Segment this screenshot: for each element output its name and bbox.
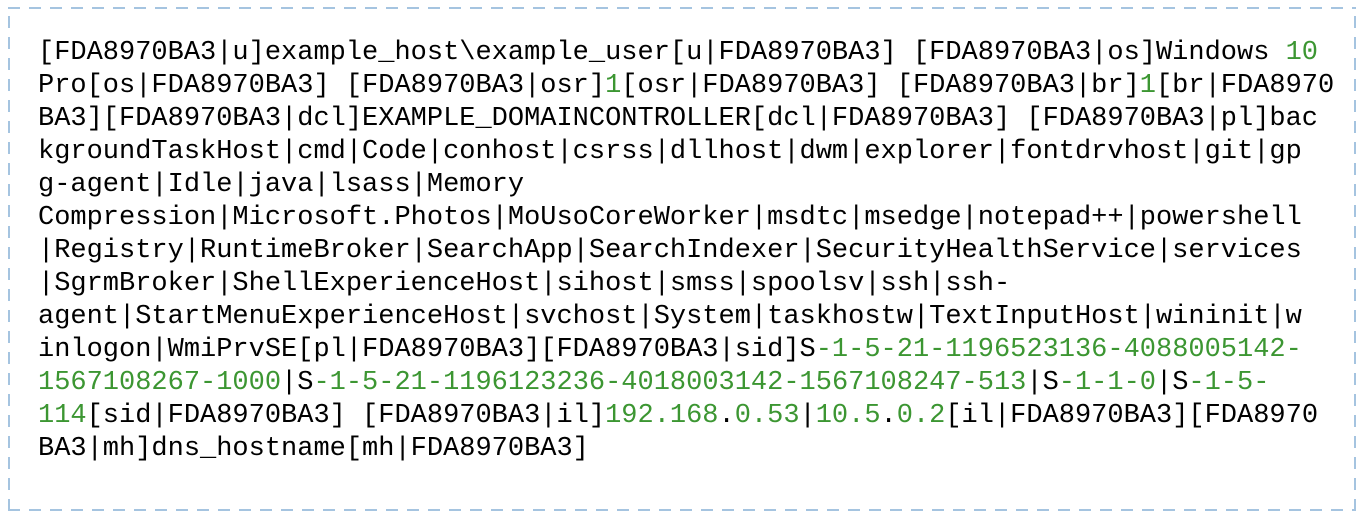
text-token: [br|FDA8970 [1155,71,1335,101]
text-token: |SgrmBroker|ShellExperienceHost|sihost|s… [38,269,1011,299]
beacon-decoded-text: [FDA8970BA3|u]example_host\example_user[… [38,37,1334,466]
text-token: inlogon|WmiPrvSE[pl|FDA8970BA3][FDA8970B… [38,335,816,365]
output-line: 114[sid|FDA8970BA3] [FDA8970BA3|il]192.1… [38,400,1326,433]
output-line: [FDA8970BA3|u]example_host\example_user[… [38,37,1326,70]
number-token: 114 [38,401,87,431]
text-token: . [880,401,897,431]
text-token: [sid|FDA8970BA3] [FDA8970BA3|il] [86,401,606,431]
text-token: |S [281,368,314,398]
text-token: |S [1026,368,1059,398]
output-line: |SgrmBroker|ShellExperienceHost|sihost|s… [38,268,1326,301]
number-token: -1-5- [1188,368,1270,398]
output-line: 1567108267-1000|S-1-5-21-1196123236-4018… [38,367,1326,400]
output-line: kgroundTaskHost|cmd|Code|conhost|csrss|d… [38,136,1326,169]
text-token: [FDA8970BA3|u]example_host\example_user[… [38,38,1286,68]
text-token: |S [1156,368,1189,398]
output-line: agent|StartMenuExperienceHost|svchost|Sy… [38,301,1326,334]
text-token: g-agent|Idle|java|lsass|Memory [38,170,525,200]
number-token: 10.5 [815,401,881,431]
number-token: 1 [1139,71,1156,101]
text-token: . [718,401,735,431]
output-line: BA3|mh]dns_hostname[mh|FDA8970BA3] [38,433,1326,466]
number-token: -1-5-21-1196123236-4018003142-1567108247… [313,368,1027,398]
number-token: -1-1-0 [1058,368,1156,398]
output-line: inlogon|WmiPrvSE[pl|FDA8970BA3][FDA8970B… [38,334,1326,367]
text-token: kgroundTaskHost|cmd|Code|conhost|csrss|d… [38,137,1302,167]
text-token: |Registry|RuntimeBroker|SearchApp|Search… [38,236,1302,266]
number-token: 1567108267-1000 [38,368,282,398]
number-token: 0.53 [734,401,800,431]
number-token: 0.2 [896,401,946,431]
text-token: agent|StartMenuExperienceHost|svchost|Sy… [38,302,1302,332]
beacon-output-box: [FDA8970BA3|u]example_host\example_user[… [8,7,1356,511]
number-token: 192.168 [605,401,719,431]
output-line: Pro[os|FDA8970BA3] [FDA8970BA3|osr]1[osr… [38,70,1334,103]
output-line: Compression|Microsoft.Photos|MoUsoCoreWo… [38,202,1326,235]
output-line: |Registry|RuntimeBroker|SearchApp|Search… [38,235,1326,268]
text-token: [osr|FDA8970BA3] [FDA8970BA3|br] [621,71,1140,101]
number-token: 10 [1285,38,1319,68]
output-line: g-agent|Idle|java|lsass|Memory [38,169,1326,202]
number-token: -1-5-21-1196523136-4088005142- [815,335,1302,365]
text-token: Compression|Microsoft.Photos|MoUsoCoreWo… [38,203,1302,233]
text-token: | [799,401,816,431]
output-line: BA3][FDA8970BA3|dcl]EXAMPLE_DOMAINCONTRO… [38,103,1326,136]
text-token: Pro[os|FDA8970BA3] [FDA8970BA3|osr] [38,71,606,101]
number-token: 1 [605,71,622,101]
text-token: BA3|mh]dns_hostname[mh|FDA8970BA3] [38,434,589,464]
text-token: [il|FDA8970BA3][FDA8970 [945,401,1319,431]
text-token: BA3][FDA8970BA3|dcl]EXAMPLE_DOMAINCONTRO… [38,104,1319,134]
